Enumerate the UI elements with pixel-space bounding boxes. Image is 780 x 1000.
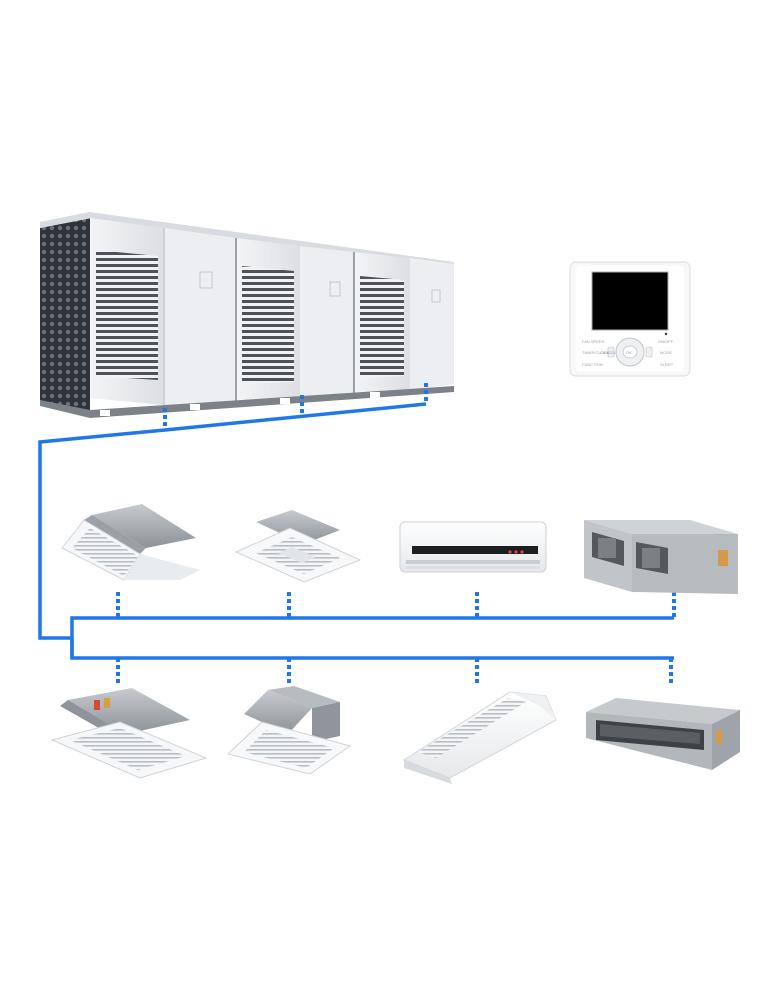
controller-label: CANCEL [600, 350, 617, 355]
four-way-cassette-icon [234, 510, 362, 583]
compact-cassette-icon [226, 686, 352, 775]
controller-label: MODE [660, 350, 672, 355]
outdoor-module-3 [353, 252, 454, 394]
pipe-branch-lower [70, 638, 674, 660]
outdoor-unit [40, 212, 454, 418]
wall-mounted-unit-icon [399, 521, 547, 573]
controller-label: SLEEP [660, 362, 673, 367]
controller-screen [591, 271, 669, 331]
controller-label: TIMER/CLOCK [582, 350, 610, 355]
refrigerant-piping [38, 383, 676, 684]
wired-controller: FAN SPEED TIMER/CLOCK FUNCTION ON/OFF MO… [569, 261, 691, 377]
controller-label: FUNCTION [582, 362, 603, 367]
one-way-cassette-icon [61, 504, 200, 581]
outdoor-unit-side [40, 218, 90, 415]
pipe-main-header [38, 402, 427, 640]
outdoor-unit-base [40, 386, 454, 418]
outdoor-module-1 [90, 218, 236, 405]
high-static-duct-icon [584, 520, 738, 594]
pipe-branch-upper [70, 616, 674, 658]
controller-label: ON/OFF [658, 339, 674, 344]
two-way-cassette-icon [50, 688, 208, 779]
slim-duct-icon [586, 698, 740, 770]
controller-label: OK [626, 350, 632, 355]
ceiling-floor-unit-icon [402, 691, 557, 784]
controller-label: FAN SPEED [582, 339, 605, 344]
outdoor-module-2 [235, 238, 354, 402]
outdoor-unit-top [40, 212, 454, 268]
